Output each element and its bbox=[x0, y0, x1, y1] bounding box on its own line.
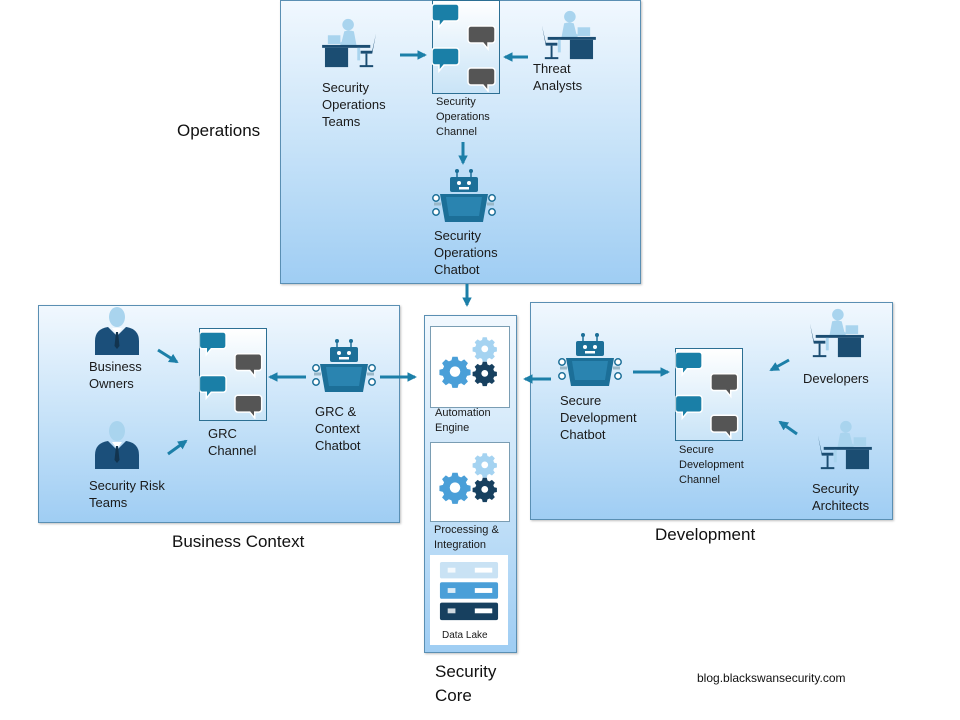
security-operations-chatbot-label: Security Operations Chatbot bbox=[434, 228, 498, 277]
automation-engine-box bbox=[430, 326, 510, 408]
security-core-section-title: Security Core bbox=[435, 662, 497, 705]
grc-channel-label: GRC Channel bbox=[208, 426, 257, 458]
developers-label: Developers bbox=[803, 371, 869, 386]
secure-development-chatbot-label: Secure Development Chatbot bbox=[560, 393, 637, 442]
threat-analysts-label: Threat Analysts bbox=[533, 61, 583, 93]
processing-integration-label: Processing & Integration bbox=[434, 524, 499, 551]
arrow-owners-to-grc-channel bbox=[157, 348, 179, 364]
arrow-risk-teams-to-grc-channel bbox=[167, 439, 188, 456]
arrow-architects-to-dev-channel bbox=[778, 420, 798, 436]
data-lake-label: Data Lake bbox=[442, 630, 488, 641]
arrow-developers-to-dev-channel bbox=[769, 358, 790, 372]
development-section-title: Development bbox=[655, 525, 756, 544]
security-architects-label: Security Architects bbox=[812, 481, 870, 513]
security-operations-channel-label: Security Operations Channel bbox=[436, 96, 490, 138]
business-owners-label: Business Owners bbox=[89, 359, 142, 391]
secure-development-channel-label: Secure Development Channel bbox=[679, 444, 744, 486]
processing-integration-box bbox=[430, 442, 510, 522]
operations-section-title: Operations bbox=[177, 121, 261, 140]
automation-engine-label: Automation Engine bbox=[435, 407, 491, 434]
security-risk-teams-label: Security Risk Teams bbox=[89, 478, 165, 510]
business-context-section-title: Business Context bbox=[172, 532, 305, 551]
grc-context-chatbot-label: GRC & Context Chatbot bbox=[315, 404, 361, 453]
source-credit: blog.blackswansecurity.com bbox=[697, 671, 846, 685]
security-operations-teams-label: Security Operations Teams bbox=[322, 80, 386, 129]
